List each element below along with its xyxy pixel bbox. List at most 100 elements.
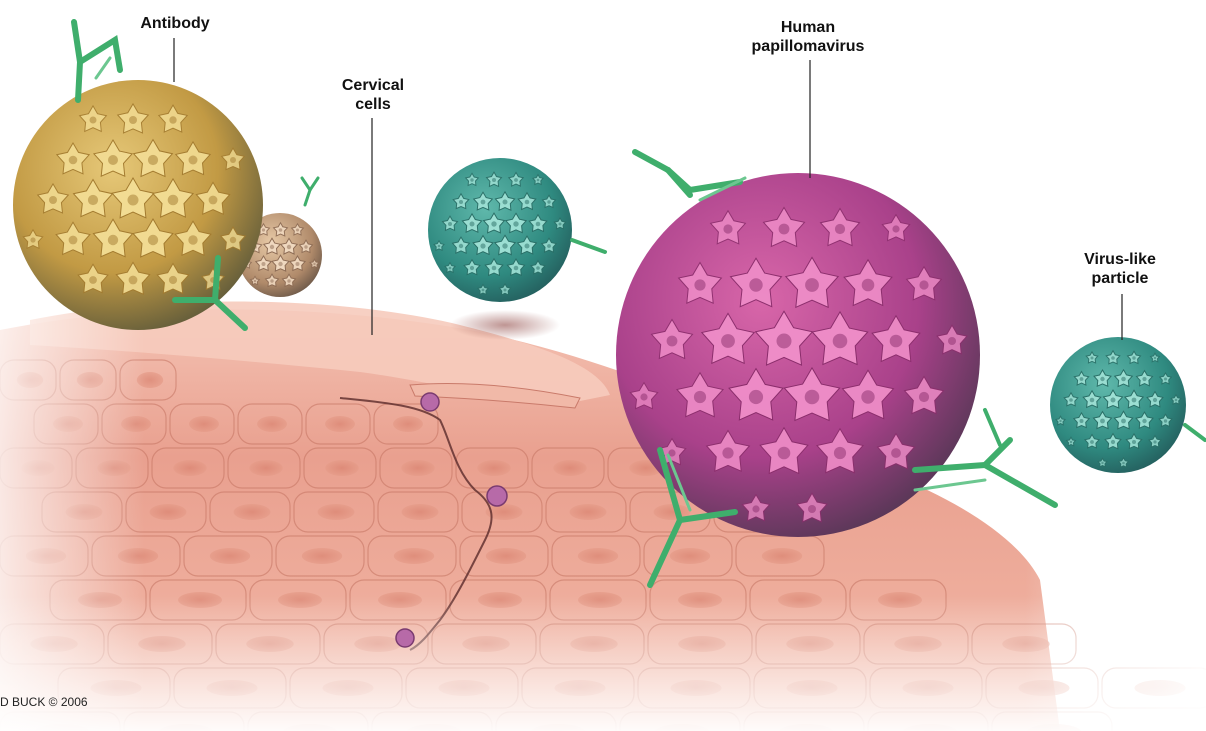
capsid-protein-center	[491, 221, 496, 226]
capsid-protein-center	[169, 116, 176, 123]
capsid-protein-center	[749, 390, 763, 404]
capsid-protein-center	[1111, 440, 1115, 444]
capsid-protein-center	[514, 178, 518, 182]
hpv-label: Human papillomavirus	[728, 18, 888, 56]
capsid-protein-center	[449, 267, 452, 270]
capsid-protein-center	[805, 278, 819, 292]
capsid-protein-center	[459, 200, 463, 204]
capsid-protein-center	[1111, 356, 1115, 360]
capsid-protein-center	[470, 266, 474, 270]
capsid-protein-center	[262, 262, 266, 266]
capsid-protein-center	[749, 278, 762, 291]
capsid-protein-center	[1101, 462, 1103, 464]
capsid-protein-center	[129, 116, 137, 124]
capsid-protein-center	[90, 117, 97, 124]
capsid-protein-center	[890, 335, 903, 348]
capsid-protein-center	[69, 236, 78, 245]
capsid-protein-center	[1132, 356, 1135, 359]
capsid-protein-center	[919, 280, 928, 289]
capsid-protein-center	[547, 200, 550, 203]
capsid-protein-center	[128, 195, 139, 206]
capsid-protein-center	[1121, 377, 1126, 382]
capsid-protein-center	[254, 280, 256, 282]
capsid-protein-center	[1090, 398, 1095, 403]
capsid-protein-center	[514, 266, 519, 271]
capsid-protein-center	[525, 200, 530, 205]
capsid-protein-center	[862, 279, 875, 292]
capsid-protein-center	[49, 196, 57, 204]
capsid-protein-center	[752, 505, 759, 512]
capsid-protein-center	[1164, 378, 1167, 381]
capsid-protein-center	[278, 262, 282, 266]
capsid-protein-center	[808, 505, 816, 513]
capsid-protein-center	[313, 263, 315, 265]
capsid-protein-center	[1121, 419, 1126, 424]
capsid-protein-center	[470, 222, 475, 227]
capsid-protein-center	[723, 224, 732, 233]
capsid-protein-center	[108, 155, 118, 165]
capsid-protein-center	[189, 156, 198, 165]
capsid-protein-center	[1154, 357, 1156, 359]
capsid-protein-center	[89, 276, 97, 284]
capsid-protein-center	[448, 222, 452, 226]
capsid-protein-center	[30, 237, 35, 242]
capsid-protein-center	[148, 155, 158, 165]
capsid-protein-center	[891, 448, 901, 458]
capsid-protein-center	[69, 156, 78, 165]
capsid-protein-center	[919, 392, 929, 402]
capsid-protein-center	[1080, 419, 1084, 423]
capsid-protein-center	[694, 391, 706, 403]
antibody-label: Antibody	[120, 14, 230, 33]
capsid-protein-center	[438, 245, 441, 248]
capsid-protein-center	[148, 235, 158, 245]
cervical-tissue	[0, 280, 1206, 731]
capsid-protein-center	[1080, 377, 1084, 381]
capsid-protein-center	[1111, 398, 1116, 403]
capsid-protein-center	[296, 229, 299, 232]
capsid-protein-center	[1153, 398, 1157, 402]
capsid-protein-center	[108, 235, 118, 245]
capsid-protein-center	[230, 157, 236, 163]
capsid-protein-center	[1175, 399, 1178, 402]
capsid-protein-center	[270, 279, 273, 282]
capsid-protein-center	[1142, 377, 1146, 381]
antibody-icon	[302, 178, 318, 205]
cervical-cells-label: Cervical cells	[318, 76, 428, 114]
capsid-protein-center	[1090, 440, 1094, 444]
capsid-protein-center	[262, 228, 265, 231]
capsid-protein-center	[1091, 357, 1094, 360]
capsid-protein-center	[559, 223, 562, 226]
capsid-protein-center	[168, 195, 179, 206]
capsid-protein-center	[948, 337, 956, 345]
capsid-protein-center	[1164, 419, 1167, 422]
capsid-protein-center	[833, 334, 848, 349]
capsid-protein-center	[640, 393, 647, 400]
capsid-protein-center	[547, 244, 551, 248]
capsid-protein-center	[536, 266, 540, 270]
capsid-protein-center	[296, 262, 300, 266]
capsid-protein-center	[1100, 377, 1104, 381]
capsid-protein-center	[480, 243, 485, 248]
capsid-protein-center	[1070, 441, 1072, 443]
capsid-protein-center	[1122, 462, 1125, 465]
capsid-protein-center	[188, 235, 197, 244]
capsid-protein-center	[667, 336, 678, 347]
capsid-protein-center	[722, 447, 733, 458]
virus-like-particle-right	[1050, 337, 1186, 473]
antibody-icon	[572, 240, 605, 252]
capsid-protein-center	[287, 245, 291, 249]
capsid-protein-center	[892, 225, 899, 232]
capsid-protein-center	[209, 196, 218, 205]
gold-virus-capsid	[13, 80, 263, 330]
capsid-protein-center	[536, 222, 541, 227]
capsid-protein-center	[169, 276, 177, 284]
capsid-protein-center	[459, 244, 463, 248]
capsid-protein-center	[721, 334, 735, 348]
capsid-protein-center	[230, 237, 236, 243]
capsid-protein-center	[492, 178, 496, 182]
capsid-protein-center	[835, 224, 845, 234]
capsid-protein-center	[492, 266, 497, 271]
capsid-protein-center	[805, 390, 820, 405]
